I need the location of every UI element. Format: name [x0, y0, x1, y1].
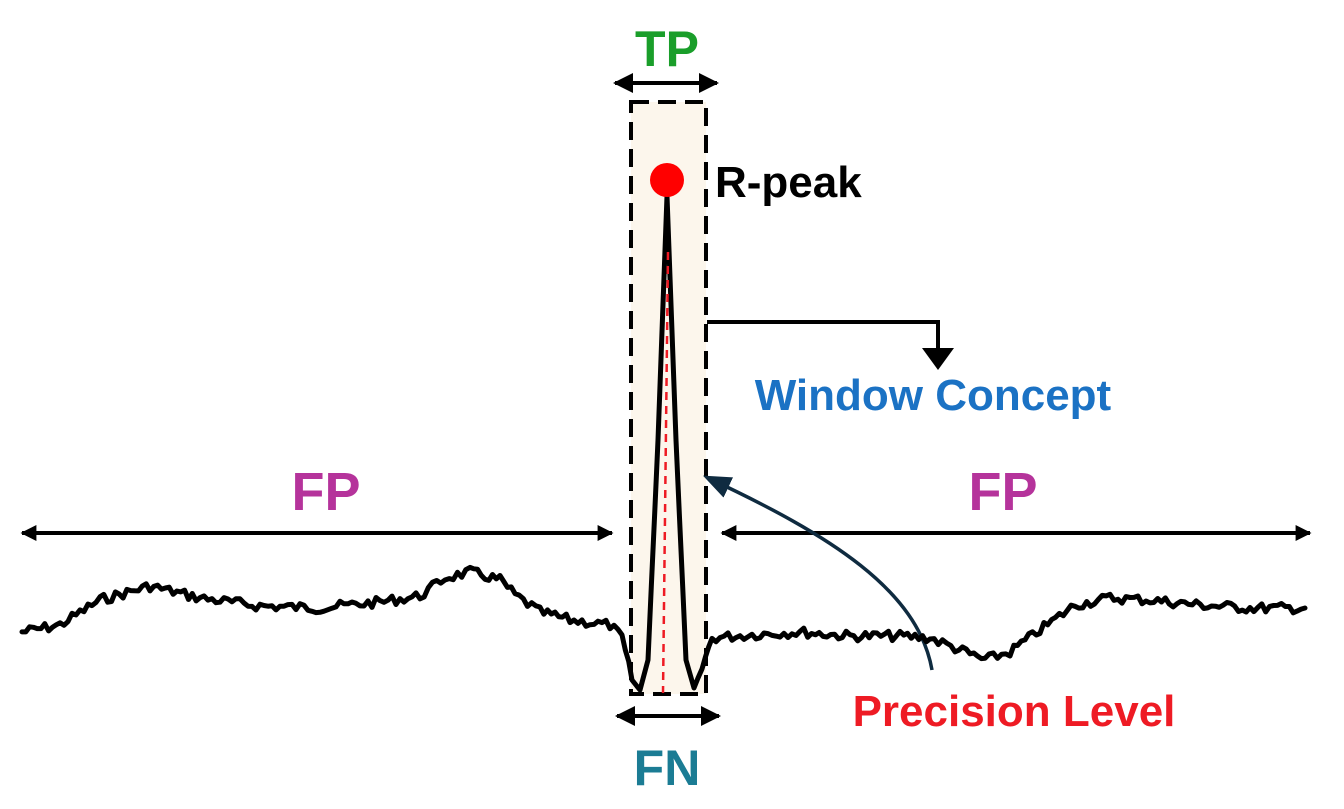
precision-level-label: Precision Level: [853, 687, 1176, 736]
r-peak-label: R-peak: [715, 158, 862, 207]
fn-label: FN: [634, 740, 701, 796]
precision-level-pointer: [702, 475, 934, 671]
window-concept-pointer: [707, 320, 940, 350]
tp-label: TP: [635, 21, 699, 77]
fp-left-label: FP: [291, 462, 360, 522]
precision-line: [661, 251, 670, 694]
window-concept-label: Window Concept: [755, 371, 1112, 420]
window-concept-pointer-head: [922, 348, 954, 370]
fp-right-label: FP: [968, 462, 1037, 522]
r-peak-dot: [650, 163, 684, 197]
window-dashed-box: [629, 100, 708, 696]
